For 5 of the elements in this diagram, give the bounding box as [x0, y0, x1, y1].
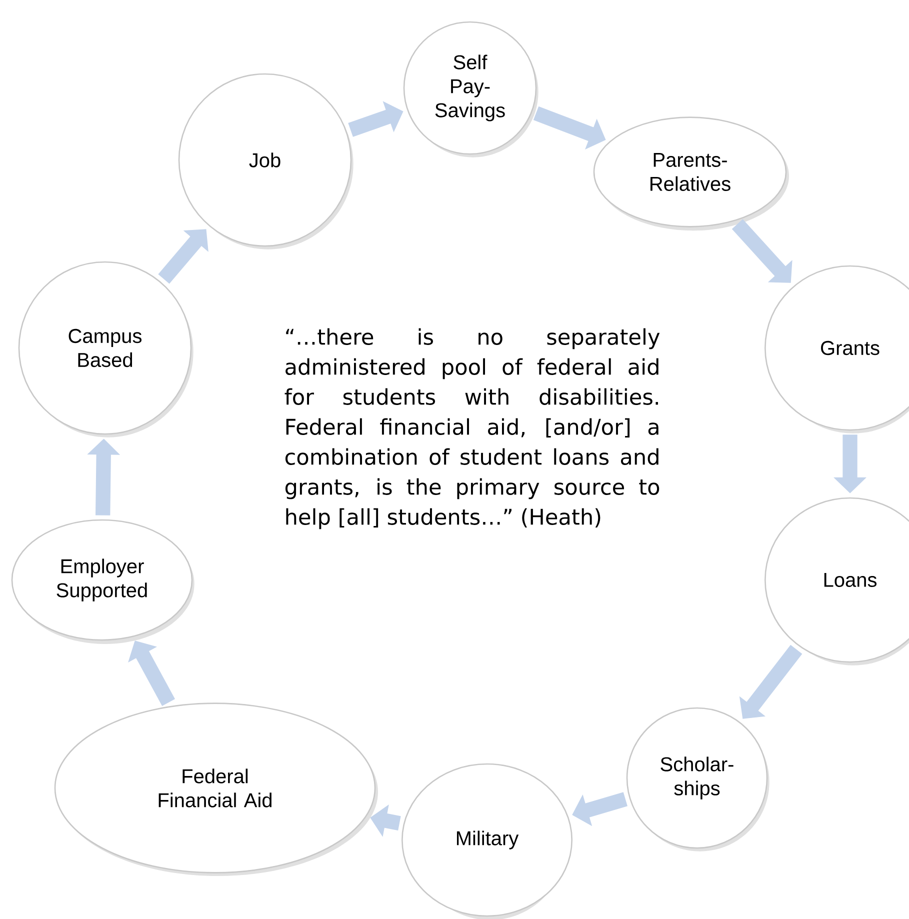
node-label: Loans	[824, 573, 877, 587]
node-label: Grants	[821, 340, 880, 356]
node-label: Military	[456, 830, 519, 850]
quote-text: “…there is no separately administered pool of federal aid for students with disabilities. Federal financial aid, [and/or] a combination of student loans and grants, is the primary source to help [all] students…” (Heath)	[284, 328, 660, 530]
block-arrow	[732, 219, 792, 283]
